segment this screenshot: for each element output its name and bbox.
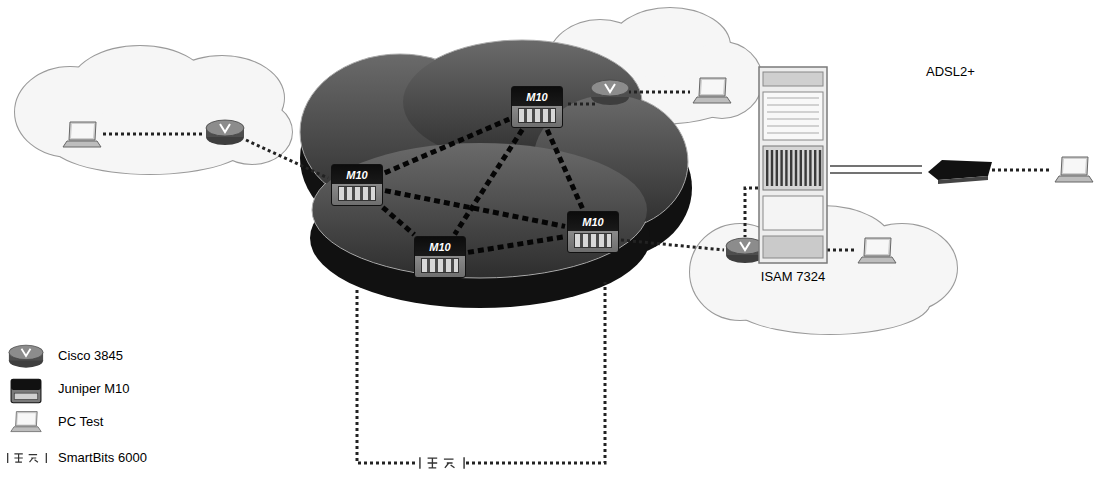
smartbits-tester xyxy=(420,457,464,469)
port-panel xyxy=(338,186,376,201)
legend-text: Cisco 3845 xyxy=(58,348,123,364)
core-cloud xyxy=(300,40,692,308)
adsl-line xyxy=(830,166,922,173)
router-node: M10 xyxy=(511,86,563,128)
adsl-modem xyxy=(928,160,992,184)
core-link xyxy=(385,119,509,173)
model-label: M10 xyxy=(568,212,618,229)
core-link xyxy=(385,191,565,227)
isam-rack xyxy=(758,66,828,264)
port-panel xyxy=(518,108,556,123)
core-link xyxy=(455,130,523,235)
router-node: M10 xyxy=(414,236,466,278)
isam-rack-art xyxy=(758,66,828,264)
cisco-router xyxy=(591,80,629,105)
core-link xyxy=(383,207,415,234)
legend-text: Juniper M10 xyxy=(58,381,130,397)
port-panel xyxy=(574,233,612,248)
legend-m10-icon xyxy=(11,379,41,402)
access-links xyxy=(103,92,1052,463)
core-link xyxy=(547,130,583,209)
dslam-node: ISAM 7324 xyxy=(745,66,841,285)
legend-smartbits-icon xyxy=(8,453,47,463)
model-label: M10 xyxy=(512,87,562,104)
cisco-router xyxy=(206,120,244,145)
router-node: M10 xyxy=(567,211,619,253)
test-pc xyxy=(63,122,101,147)
router-node: M10 xyxy=(331,164,383,206)
legend-pc-icon xyxy=(11,412,41,432)
legend-text: SmartBits 6000 xyxy=(58,450,147,466)
test-pc xyxy=(693,78,731,103)
core-link xyxy=(468,237,565,253)
legend-router-icon xyxy=(9,345,43,368)
legend-text: PC Test xyxy=(58,414,103,430)
port-panel xyxy=(421,258,459,273)
test-pc xyxy=(858,238,896,263)
network-cloud xyxy=(15,46,292,174)
link-label: ADSL2+ xyxy=(926,64,975,80)
model-label: M10 xyxy=(332,165,382,182)
model-label: M10 xyxy=(415,237,465,254)
test-pc xyxy=(1055,157,1093,182)
node-label: ISAM 7324 xyxy=(745,269,841,285)
